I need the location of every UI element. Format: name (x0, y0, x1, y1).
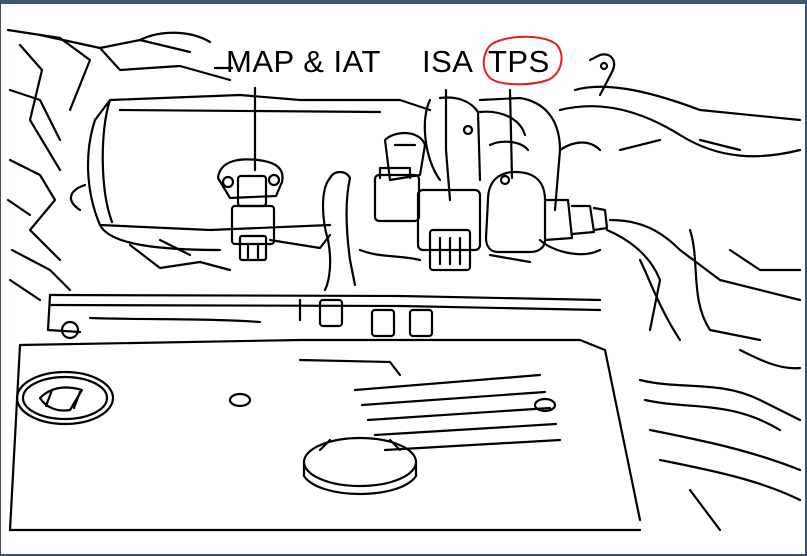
tps-label: TPS (488, 44, 550, 79)
engine-bay-background (6, 28, 232, 302)
right-hoses (558, 53, 802, 342)
oil-filler-cap (302, 436, 418, 496)
isa-label: ISA (422, 44, 474, 79)
tps-highlight-circle (482, 35, 563, 86)
fuel-rail (46, 293, 602, 340)
isa-valve (373, 96, 482, 272)
tps-sensor (484, 170, 609, 264)
map-iat-label: MAP & IAT (226, 44, 381, 79)
top-border (0, 0, 807, 4)
throttle-body (478, 96, 602, 256)
hyundai-logo (15, 370, 115, 426)
hoses (321, 132, 427, 292)
wiring-harness (638, 348, 802, 532)
leader-lines (213, 66, 514, 202)
valve-cover (8, 338, 642, 532)
map-iat-sensor (216, 158, 284, 262)
